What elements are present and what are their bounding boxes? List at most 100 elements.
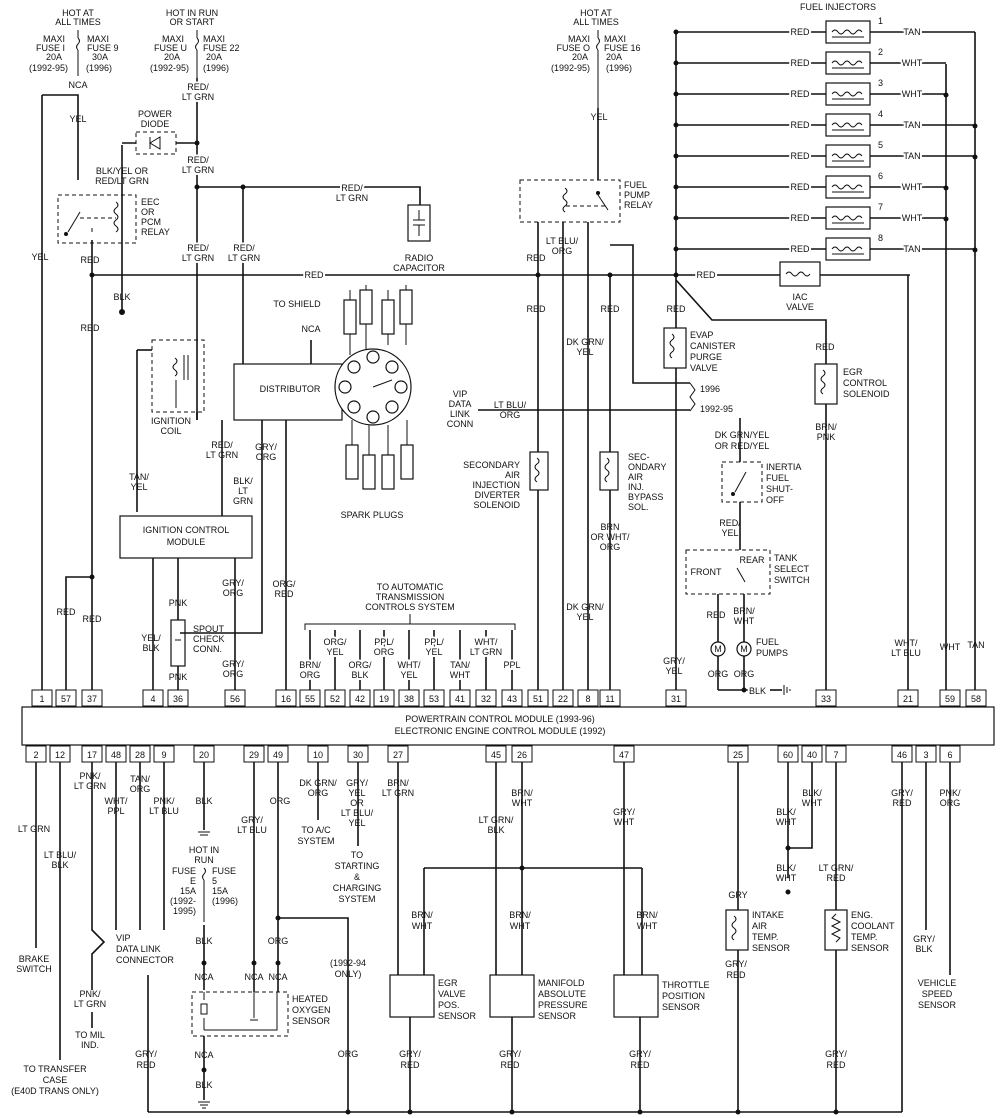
fuel-pump-relay: FUEL PUMP RELAY xyxy=(519,179,653,223)
svg-text:LT: LT xyxy=(238,486,248,496)
svg-text:IGNITION: IGNITION xyxy=(151,416,191,426)
svg-text:YEL: YEL xyxy=(69,114,86,124)
svg-text:OXYGEN: OXYGEN xyxy=(292,1005,331,1015)
injector-right-wire: TAN xyxy=(903,151,920,161)
svg-text:12: 12 xyxy=(55,750,65,760)
svg-text:POS.: POS. xyxy=(438,1000,460,1010)
svg-text:ALL TIMES: ALL TIMES xyxy=(573,17,619,27)
tank-select-switch: FRONT REAR TANK SELECT SWITCH xyxy=(685,549,810,595)
trans-wire: ORG/BLK xyxy=(346,630,374,690)
svg-text:LT GRN: LT GRN xyxy=(336,193,368,203)
svg-text:DK GRN/: DK GRN/ xyxy=(299,778,337,788)
pcm-pin-37: 37 xyxy=(81,689,103,707)
svg-text:PUMP: PUMP xyxy=(624,190,650,200)
svg-text:PNK/: PNK/ xyxy=(79,771,101,781)
injector-number: 4 xyxy=(878,109,883,119)
svg-text:(1992-95): (1992-95) xyxy=(29,63,68,73)
svg-text:THROTTLE: THROTTLE xyxy=(662,980,710,990)
pcm-pin-31: 31 xyxy=(665,689,687,707)
injector-left-wire: RED xyxy=(790,58,810,68)
svg-text:ORG: ORG xyxy=(130,784,151,794)
injector-number: 1 xyxy=(878,16,883,26)
svg-text:FUSE U: FUSE U xyxy=(154,43,187,53)
svg-text:TO: TO xyxy=(351,850,363,860)
svg-text:BLK: BLK xyxy=(51,860,68,870)
svg-text:LT GRN: LT GRN xyxy=(206,450,238,460)
svg-text:INERTIA: INERTIA xyxy=(766,462,801,472)
trans-wire: WHT/LT GRN xyxy=(468,630,504,690)
svg-text:41: 41 xyxy=(455,694,465,704)
pcm-pin-25: 25 xyxy=(727,745,749,763)
pcm-pin-26: 26 xyxy=(511,745,533,763)
svg-text:DATA LINK: DATA LINK xyxy=(116,944,161,954)
trans-wire: TAN/WHT xyxy=(448,630,473,690)
svg-text:60: 60 xyxy=(783,750,793,760)
svg-text:BLK: BLK xyxy=(915,944,932,954)
svg-text:GRY/: GRY/ xyxy=(613,807,635,817)
injector-number: 7 xyxy=(878,202,883,212)
svg-text:&: & xyxy=(354,872,360,882)
svg-text:BLK: BLK xyxy=(351,670,368,680)
pcm-pin-36: 36 xyxy=(167,689,189,707)
svg-text:RED: RED xyxy=(630,1060,650,1070)
vip-wires xyxy=(115,762,165,930)
svg-text:M: M xyxy=(740,644,748,654)
svg-text:WHT/: WHT/ xyxy=(895,638,918,648)
svg-text:ENG.: ENG. xyxy=(851,910,873,920)
svg-text:SPOUT: SPOUT xyxy=(193,624,225,634)
svg-text:(1992-95): (1992-95) xyxy=(150,63,189,73)
svg-text:SWITCH: SWITCH xyxy=(774,575,810,585)
svg-text:FUEL: FUEL xyxy=(766,473,789,483)
pcm-pin-16: 16 xyxy=(275,689,297,707)
svg-text:20A: 20A xyxy=(46,52,62,62)
svg-text:46: 46 xyxy=(897,750,907,760)
trans-wire: PPL/YEL xyxy=(422,630,446,690)
svg-text:RED/: RED/ xyxy=(341,183,363,193)
svg-text:PNK: PNK xyxy=(169,598,188,608)
svg-text:WHT/: WHT/ xyxy=(475,637,498,647)
svg-text:47: 47 xyxy=(619,750,629,760)
svg-text:AIR: AIR xyxy=(628,472,644,482)
trans-wires: BRN/ORGORG/YELORG/BLKPPL/ORGWHT/YELPPL/Y… xyxy=(297,630,523,690)
svg-text:20A: 20A xyxy=(572,52,588,62)
svg-text:1996: 1996 xyxy=(700,384,720,394)
svg-text:LT GRN: LT GRN xyxy=(182,92,214,102)
svg-text:(E40D TRANS ONLY): (E40D TRANS ONLY) xyxy=(11,1086,99,1096)
svg-text:FUSE I: FUSE I xyxy=(36,43,65,53)
svg-text:RED: RED xyxy=(500,1060,520,1070)
svg-text:TO A/C: TO A/C xyxy=(301,825,331,835)
svg-text:ORG: ORG xyxy=(300,670,321,680)
svg-text:LT BLU/: LT BLU/ xyxy=(44,850,77,860)
pcm-pin-55: 55 xyxy=(299,689,321,707)
trans-wire: WHT/YEL xyxy=(396,630,423,690)
svg-text:BRN: BRN xyxy=(600,522,619,532)
svg-text:LT GRN/: LT GRN/ xyxy=(479,815,514,825)
svg-text:OR: OR xyxy=(350,798,364,808)
svg-text:CONN: CONN xyxy=(447,419,474,429)
trans-wire: BRN/ORG xyxy=(297,630,323,690)
svg-text:BLK: BLK xyxy=(195,796,212,806)
svg-text:30: 30 xyxy=(353,750,363,760)
svg-text:11: 11 xyxy=(605,694,614,704)
svg-text:HOT IN RUN: HOT IN RUN xyxy=(166,8,218,18)
svg-text:33: 33 xyxy=(821,694,831,704)
svg-text:WHT: WHT xyxy=(802,798,823,808)
svg-text:BLK/: BLK/ xyxy=(776,807,796,817)
svg-text:INJECTION: INJECTION xyxy=(472,480,520,490)
svg-text:22: 22 xyxy=(558,694,568,704)
svg-text:38: 38 xyxy=(404,694,414,704)
svg-text:MAXI: MAXI xyxy=(604,34,626,44)
svg-text:30A: 30A xyxy=(92,52,108,62)
svg-text:TEMP.: TEMP. xyxy=(752,932,778,942)
svg-text:LINK: LINK xyxy=(450,409,470,419)
svg-text:CHARGING: CHARGING xyxy=(333,883,382,893)
injector-left-wire: RED xyxy=(790,182,810,192)
pcm-pin-49: 49 xyxy=(267,745,289,763)
svg-text:SENSOR: SENSOR xyxy=(851,943,890,953)
fuse-group-3: HOT AT ALL TIMES MAXI MAXI FUSE O FUSE 1… xyxy=(551,8,641,108)
